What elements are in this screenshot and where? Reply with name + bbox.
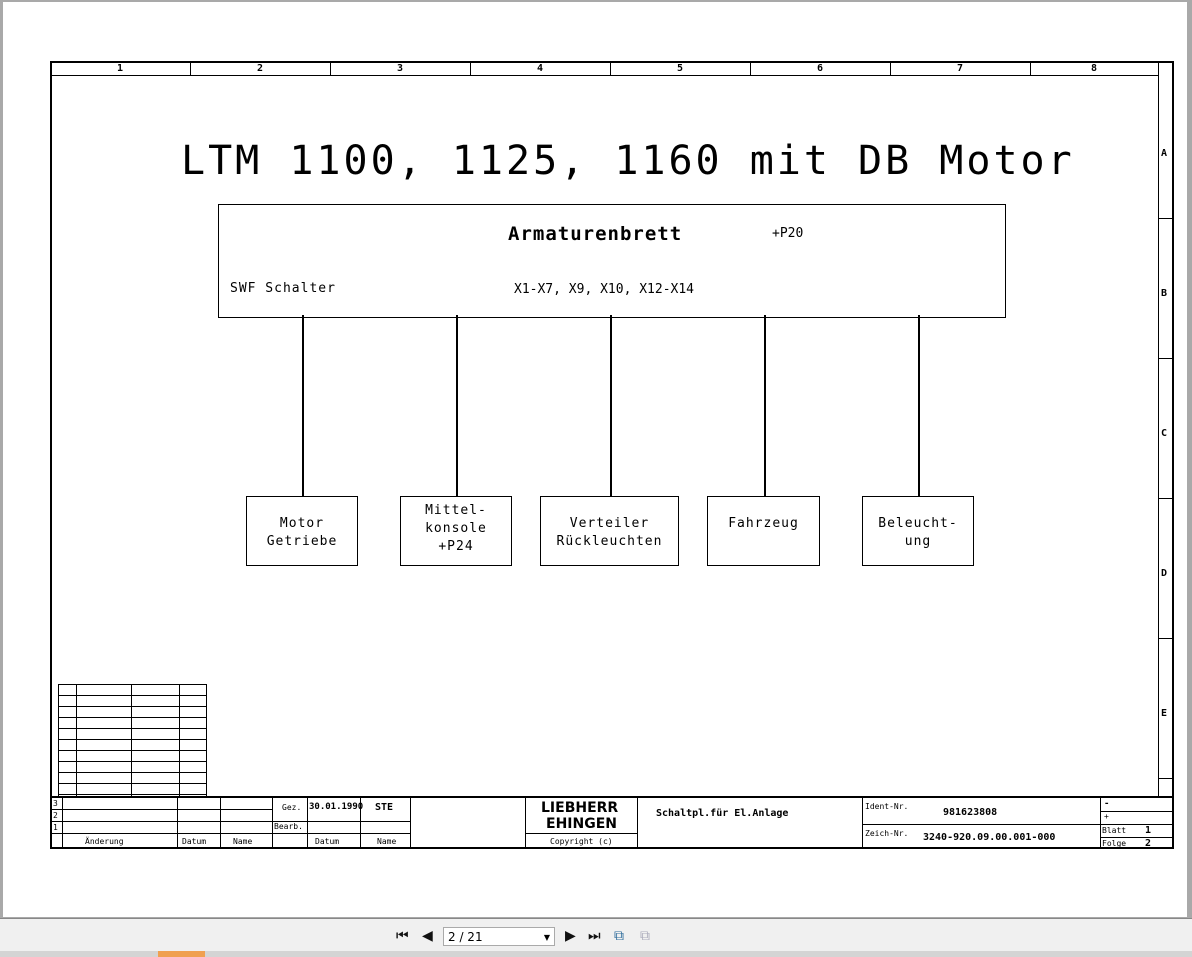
connection-line: [456, 315, 458, 496]
active-tab-indicator: [158, 951, 205, 957]
connection-line: [610, 315, 612, 498]
column-label: 5: [677, 63, 684, 74]
subsystem-box: Mittel-konsole +P24: [400, 496, 512, 566]
subsystem-label: Rückleuchten: [556, 534, 663, 549]
chevron-down-icon: ▼: [543, 933, 550, 942]
ident-number: 981623808: [943, 807, 998, 818]
row-label: D: [1161, 568, 1168, 579]
column-label: 2: [257, 63, 264, 74]
page-selector[interactable]: 2 / 21 ▼: [443, 927, 555, 946]
subsystem-box: Beleucht-ung: [862, 496, 974, 566]
column-label: 3: [397, 63, 404, 74]
company-name: LIEBHERR: [541, 800, 619, 816]
subsystem-label: Motor: [279, 516, 325, 531]
gez-name: STE: [375, 802, 394, 813]
subsystem-label: Getriebe: [266, 534, 338, 549]
swf-switch-label: SWF Schalter: [230, 281, 336, 296]
row-label: C: [1161, 428, 1168, 439]
name-label: Name: [233, 837, 253, 846]
page-number: 2 / 21: [448, 930, 483, 944]
ident-label: Ident-Nr.: [865, 802, 909, 811]
row-label: E: [1161, 708, 1168, 719]
previous-page-button[interactable]: ◀: [422, 928, 433, 944]
connection-line: [918, 315, 920, 498]
subsystem-label: Beleucht-: [878, 516, 958, 531]
dashboard-box: Armaturenbrett +P20 SWF Schalter X1-X7, …: [218, 204, 1006, 318]
next-page-button[interactable]: ▶: [565, 928, 576, 944]
rev-3: 3: [53, 799, 58, 808]
zeich-label: Zeich-Nr.: [865, 829, 909, 838]
connection-line: [764, 315, 766, 498]
document-page: LTM 1100, 1125, 1160 mit DB Motor Armatu…: [3, 2, 1187, 917]
connection-line: [302, 315, 304, 496]
name-label-2: Name: [377, 837, 397, 846]
drawing-description: Schaltpl.für El.Anlage: [656, 808, 789, 819]
blatt-label: Blatt: [1102, 826, 1127, 835]
rev-1: 1: [53, 823, 58, 832]
page-forward-icon[interactable]: ⧉: [640, 928, 650, 944]
title-block: 3 2 1 Änderung Datum Name Gez. 30.01.199…: [50, 796, 1174, 851]
gez-label: Gez.: [282, 803, 302, 812]
first-page-button[interactable]: ⏮: [396, 928, 409, 944]
column-label: 8: [1091, 63, 1098, 74]
subsystem-label: +P24: [438, 539, 474, 554]
pdf-navigation-toolbar: ⏮ ◀ 2 / 21 ▼ ▶ ⏭ ⧉ ⧉: [0, 918, 1192, 952]
zeich-number: 3240-920.09.00.001-000: [923, 832, 1056, 843]
row-label: B: [1161, 288, 1168, 299]
dashboard-ref: +P20: [772, 226, 804, 241]
bearb-label: Bearb.: [274, 822, 303, 831]
datum-label-2: Datum: [315, 837, 340, 846]
drawing-title: LTM 1100, 1125, 1160 mit DB Motor: [181, 138, 1075, 184]
drawing-frame: [50, 61, 1174, 849]
subsystem-label: ung: [904, 534, 932, 549]
plus-sign: +: [1104, 812, 1109, 821]
subsystem-box: Fahrzeug: [707, 496, 820, 566]
status-strip: [0, 951, 1192, 957]
connector-label: X1-X7, X9, X10, X12-X14: [514, 282, 695, 297]
column-label: 1: [117, 63, 124, 74]
column-label: 6: [817, 63, 824, 74]
aenderung-label: Änderung: [85, 837, 124, 846]
folge-label: Folge: [1102, 839, 1127, 848]
subsystem-label: Verteiler: [569, 516, 650, 531]
datum-label: Datum: [182, 837, 207, 846]
folge-value: 2: [1145, 838, 1152, 849]
company-location: EHINGEN: [546, 816, 617, 832]
gez-date: 30.01.1990: [309, 802, 364, 812]
column-label: 4: [537, 63, 544, 74]
rev-2: 2: [53, 811, 58, 820]
copyright: Copyright (c): [550, 837, 613, 846]
last-page-button[interactable]: ⏭: [588, 928, 601, 944]
subsystem-label: konsole: [425, 521, 487, 536]
minus-sign: -: [1104, 799, 1110, 809]
subsystem-label: Fahrzeug: [728, 516, 799, 531]
page-back-icon[interactable]: ⧉: [614, 928, 624, 944]
column-label: 7: [957, 63, 964, 74]
blatt-value: 1: [1145, 825, 1152, 836]
subsystem-label: Mittel-: [425, 503, 487, 518]
row-label: A: [1161, 148, 1168, 159]
dashboard-title: Armaturenbrett: [508, 223, 683, 245]
revision-grid: [58, 684, 207, 798]
